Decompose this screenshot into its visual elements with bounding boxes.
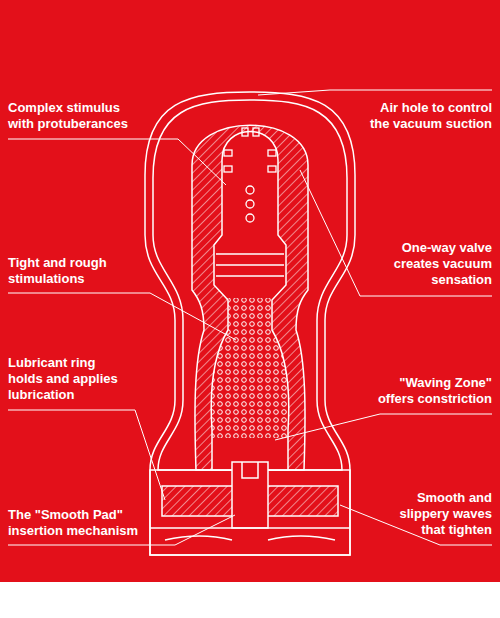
ridge [216,264,284,265]
ridge [216,253,284,254]
outer-shell [145,92,355,555]
leader-line [258,90,492,95]
sleeve [192,125,308,470]
tooth [268,166,276,172]
bump [246,186,254,194]
callout-label: The "Smooth Pad" insertion mechanism [8,507,153,539]
bump [246,214,254,222]
leader-line [275,414,492,440]
callout-label: Air hole to control the vacuum suction [357,100,492,132]
leader-lines [8,90,492,545]
leader-line [8,293,236,340]
tooth [224,166,232,172]
leader-line [8,410,165,500]
callout-label: Complex stimulus with protuberances [8,100,148,132]
callout-label: "Waving Zone" offers constriction [360,375,492,407]
tooth [242,128,248,136]
callout-label: Lubricant ring holds and applies lubrica… [8,355,133,403]
ridge [216,275,284,276]
leader-line [300,170,492,296]
cup-body [145,92,355,555]
tooth [253,128,259,136]
cap-line [150,527,350,529]
bump [246,200,254,208]
callout-label: Tight and rough stimulations [8,255,123,287]
leader-line [8,139,226,185]
callout-label: One-way valve creates vacuum sensation [380,240,492,288]
callout-label: Smooth and slippery waves that tighten [387,490,492,538]
pad-notch [242,462,258,478]
base-cap [150,462,350,555]
protuberances [216,128,284,276]
dot-field [205,298,295,438]
smooth-pad [232,462,268,528]
inner-shell [153,100,347,470]
tooth [268,150,276,156]
tooth [224,150,232,156]
waves [165,536,335,540]
